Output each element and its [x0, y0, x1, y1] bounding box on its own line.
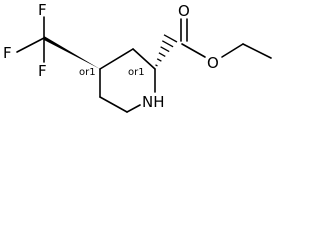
- bond-c3-c2: [132, 48, 156, 70]
- stereo-label-c2: or1: [128, 67, 145, 78]
- atom-fluorine-left: F: [3, 44, 12, 62]
- atom-fluorine-top: F: [38, 1, 47, 19]
- bond-wedge-c4-cf3: [44, 36, 100, 69]
- atom-nitrogen-nh: NH: [142, 93, 165, 111]
- structure-canvas: F F F O O NH or1 or1: [3, 1, 272, 113]
- molecule-drawing: F F F O O NH or1 or1: [3, 1, 272, 113]
- bond-c-f-left: [16, 37, 45, 53]
- bond-hash-c2-carboxyl: [155, 34, 178, 67]
- bond-n1-c6: [126, 104, 141, 113]
- bond-c6-c5: [99, 96, 128, 113]
- bond-o-ch2: [221, 43, 244, 58]
- atom-oxygen-ester: O: [207, 54, 219, 72]
- bond-ch2-ch3: [242, 43, 272, 59]
- stereo-label-c4: or1: [79, 67, 96, 78]
- bond-c4-c3: [99, 48, 134, 70]
- bond-c-o-single: [181, 43, 206, 58]
- atom-fluorine-bottom: F: [38, 62, 47, 80]
- atom-oxygen-carbonyl: O: [178, 2, 190, 20]
